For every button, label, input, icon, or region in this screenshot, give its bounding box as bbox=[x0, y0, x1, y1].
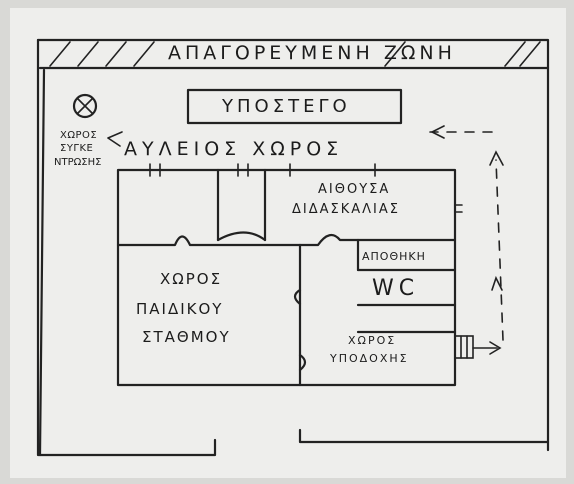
assembly-label-3: ΝΤΡΩΣΗΣ bbox=[54, 157, 102, 168]
entrance-stairs-icon bbox=[454, 335, 474, 359]
courtyard-label: ΑΥΛΕΙΟΣ ΧΩΡΟΣ bbox=[124, 138, 344, 160]
storage-label: ΑΠΟΘΗΚΗ bbox=[362, 250, 426, 263]
wc-label: WC bbox=[372, 276, 420, 301]
zone-title: ΑΠΑΓΟΡΕΥΜΕΝΗ ΖΩΝΗ bbox=[168, 42, 456, 64]
wall-ticks bbox=[149, 163, 463, 213]
classroom-label-2: ΔΙΔΑΣΚΑΛΙΑΣ bbox=[292, 202, 400, 217]
kindergarten-label-1: ΧΩΡΟΣ bbox=[160, 270, 223, 288]
hangar-label: ΥΠΟΣΤΕΓΟ bbox=[222, 96, 351, 117]
zone-boundary-bottom-right bbox=[298, 428, 550, 444]
kindergarten-label-3: ΣΤΑΘΜΟΥ bbox=[142, 328, 231, 346]
zone-boundary-top-right bbox=[36, 38, 550, 452]
zone-boundary-left-bottom bbox=[36, 38, 217, 457]
kindergarten-label-2: ΠΑΙΔΙΚΟΥ bbox=[136, 300, 224, 318]
classroom-label-1: ΑΙΘΟΥΣΑ bbox=[318, 182, 391, 197]
interior-walls bbox=[116, 168, 457, 387]
building-outline bbox=[116, 168, 457, 387]
assembly-label-1: ΧΩΡΟΣ bbox=[60, 130, 98, 141]
title-hatching bbox=[49, 41, 541, 67]
zone-boundary-inner-left bbox=[38, 68, 46, 457]
assembly-arrow-icon bbox=[107, 131, 123, 147]
assembly-marker-icon bbox=[72, 93, 98, 119]
reception-label-1: ΧΩΡΟΣ bbox=[348, 334, 397, 347]
paper-sheet bbox=[10, 8, 566, 478]
assembly-label-2: ΣΥΓΚΕ bbox=[60, 143, 94, 154]
hangar-box bbox=[186, 88, 403, 125]
reception-label-2: ΥΠΟΔΟΧΗΣ bbox=[330, 352, 409, 365]
evacuation-route-arrow bbox=[429, 125, 504, 355]
